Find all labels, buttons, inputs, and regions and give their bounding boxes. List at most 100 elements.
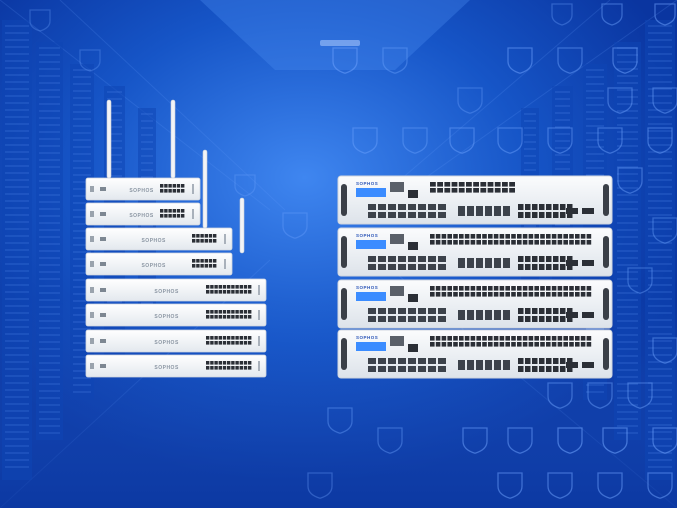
rack-handle-left xyxy=(341,338,347,370)
ethernet-port xyxy=(213,234,217,238)
ethernet-port xyxy=(540,240,545,245)
ethernet-port xyxy=(218,315,222,319)
sfp-port xyxy=(398,358,406,364)
ethernet-port xyxy=(231,285,235,289)
ethernet-port xyxy=(430,336,435,341)
ethernet-port xyxy=(532,204,538,210)
sfp-port xyxy=(438,366,446,372)
sfp-port xyxy=(418,308,426,314)
antenna xyxy=(106,99,112,179)
ethernet-port xyxy=(518,264,524,270)
ethernet-port xyxy=(575,336,580,341)
ethernet-port xyxy=(214,341,218,345)
ethernet-port xyxy=(569,292,574,297)
ethernet-port xyxy=(168,209,172,213)
shield-icon xyxy=(647,472,673,499)
sfp-port xyxy=(388,308,396,314)
qsfp-port xyxy=(566,362,578,368)
ethernet-port xyxy=(532,308,538,314)
ethernet-port xyxy=(160,214,164,218)
ethernet-port xyxy=(546,316,552,322)
ethernet-port xyxy=(525,316,531,322)
ethernet-port xyxy=(441,234,447,239)
ethernet-port xyxy=(517,286,522,291)
status-led xyxy=(258,336,260,346)
usb-port xyxy=(100,364,106,368)
sfp-port xyxy=(408,256,416,262)
sfp-port xyxy=(467,258,474,268)
ethernet-port xyxy=(509,182,515,187)
shield-icon xyxy=(547,127,573,154)
ethernet-port xyxy=(560,366,566,372)
shield-icon xyxy=(382,47,408,74)
sfp-port xyxy=(368,366,376,372)
ethernet-port xyxy=(459,292,464,297)
ethernet-port xyxy=(551,336,557,341)
ethernet-port xyxy=(204,234,208,238)
ethernet-port xyxy=(546,240,551,245)
brand-logo: SOPHOS xyxy=(154,314,179,320)
usb-port xyxy=(100,313,106,317)
desktop-firewall-unit: SOPHOS xyxy=(85,278,267,302)
ethernet-port xyxy=(553,204,559,210)
ethernet-port xyxy=(546,358,552,364)
ethernet-port xyxy=(522,336,528,341)
sfp-port xyxy=(428,204,436,210)
ethernet-port xyxy=(586,240,592,245)
ethernet-port xyxy=(532,256,538,262)
ethernet-port xyxy=(164,214,168,218)
device-body xyxy=(85,177,201,201)
ethernet-port xyxy=(525,256,531,262)
ethernet-port xyxy=(476,336,481,341)
ethernet-port xyxy=(453,336,458,341)
sfp-port xyxy=(458,360,465,370)
lcd-display xyxy=(356,342,386,351)
console-port xyxy=(408,242,418,250)
ethernet-port xyxy=(464,286,470,291)
ethernet-port xyxy=(551,286,557,291)
ethernet-port xyxy=(528,292,534,297)
sfp-port xyxy=(494,206,501,216)
ethernet-port xyxy=(235,366,239,370)
ethernet-port xyxy=(441,240,447,245)
ethernet-port xyxy=(532,366,538,372)
server-rack-column xyxy=(614,42,641,440)
ethernet-port xyxy=(248,290,252,294)
ethernet-port xyxy=(480,188,487,193)
ethernet-port xyxy=(502,188,508,193)
antenna xyxy=(239,197,245,254)
ethernet-port xyxy=(430,342,435,347)
ethernet-port xyxy=(181,189,185,193)
ethernet-port xyxy=(213,259,217,263)
rack-frame xyxy=(36,42,63,440)
rack-firewall-unit: SOPHOS xyxy=(337,175,613,225)
ethernet-port xyxy=(563,240,568,245)
shield-icon xyxy=(557,427,583,454)
ethernet-port xyxy=(243,341,248,345)
ethernet-port xyxy=(160,189,164,193)
brand-logo: SOPHOS xyxy=(129,188,154,194)
ethernet-port xyxy=(231,341,235,345)
ethernet-port xyxy=(557,342,563,347)
usb-port xyxy=(100,212,106,216)
brand-logo: SOPHOS xyxy=(356,181,378,186)
power-led xyxy=(90,186,94,192)
ethernet-port xyxy=(586,342,592,347)
shield-icon xyxy=(607,87,633,114)
ethernet-port xyxy=(206,310,210,314)
device-body xyxy=(85,278,267,302)
ethernet-port xyxy=(210,285,214,289)
ethernet-port xyxy=(192,234,196,238)
ethernet-port xyxy=(453,234,458,239)
sfp-port xyxy=(388,264,396,270)
ethernet-port xyxy=(168,189,172,193)
ethernet-port xyxy=(546,292,551,297)
ethernet-port xyxy=(210,366,214,370)
ethernet-port xyxy=(210,310,214,314)
ethernet-port xyxy=(534,234,539,239)
sfp-port xyxy=(428,212,436,218)
sfp-port xyxy=(418,204,426,210)
ethernet-port xyxy=(528,336,534,341)
ethernet-port xyxy=(563,342,568,347)
sfp-port xyxy=(388,204,396,210)
